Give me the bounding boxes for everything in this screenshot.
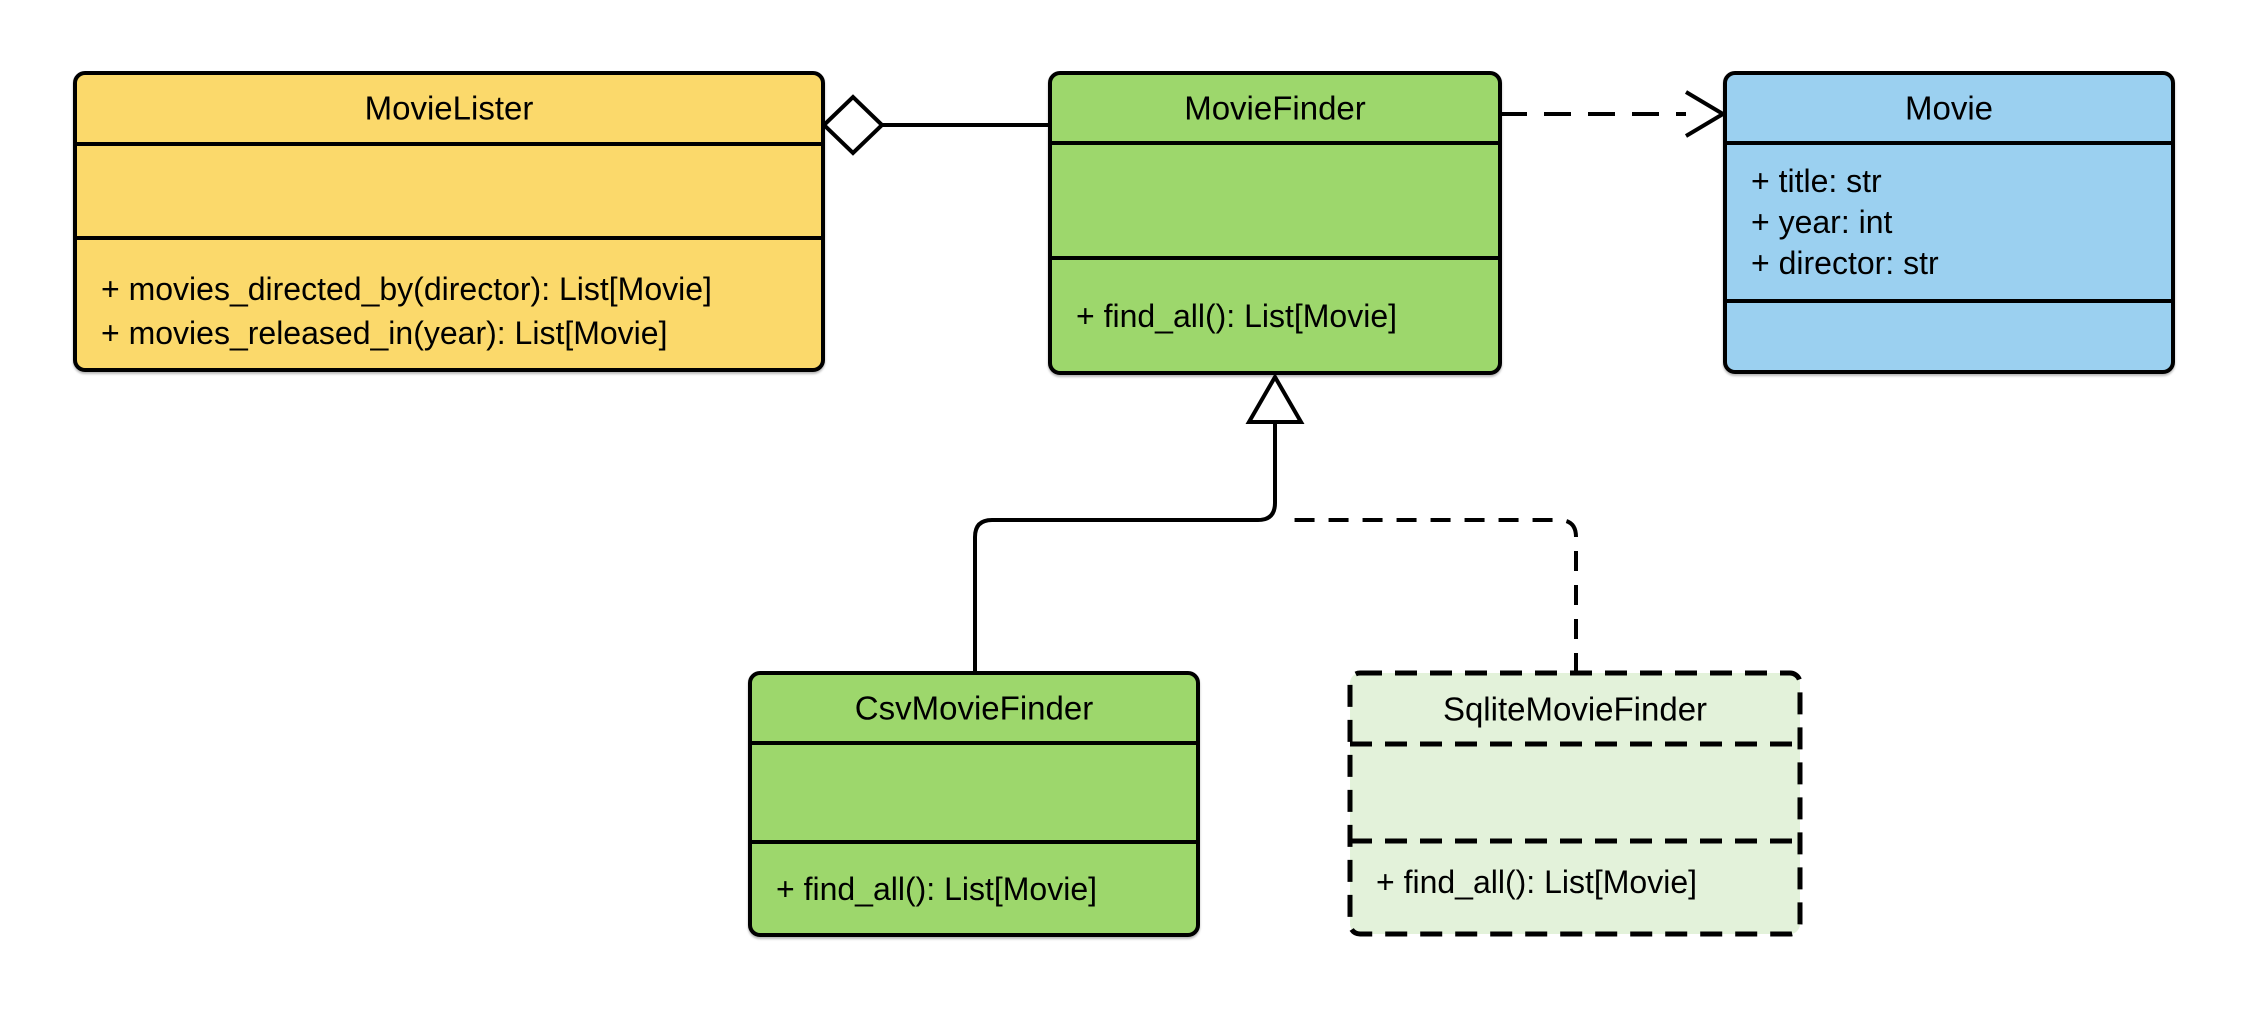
class-movie-finder: MovieFinder + find_all(): List[Movie]: [1048, 71, 1502, 375]
method-label: + find_all(): List[Movie]: [1076, 298, 1397, 334]
relationship-dependency: [1500, 90, 1727, 138]
relationship-inheritance-csv: [973, 422, 1277, 673]
class-movie-lister-box: [73, 71, 825, 372]
class-title: CsvMovieFinder: [855, 690, 1093, 727]
method-label: + find_all(): List[Movie]: [1376, 864, 1697, 900]
class-csv-movie-finder: CsvMovieFinder + find_all(): List[Movie]: [748, 671, 1200, 937]
attribute-label: + director: str: [1751, 245, 1939, 281]
inheritance-line-dashed: [1284, 518, 1578, 673]
class-movie-lister: MovieLister + movies_directed_by(directo…: [73, 71, 825, 372]
class-title: SqliteMovieFinder: [1443, 691, 1707, 728]
class-title: MovieLister: [365, 90, 534, 127]
class-movie-box: [1723, 71, 2175, 374]
class-sqlite-movie-finder: SqliteMovieFinder + find_all(): List[Mov…: [1347, 670, 1803, 937]
method-label: + movies_directed_by(director): List[Mov…: [101, 271, 712, 307]
attribute-label: + title: str: [1751, 163, 1882, 199]
class-sqlite-movie-finder-box: [1347, 670, 1803, 937]
hollow-diamond-icon: [821, 94, 885, 156]
class-csv-movie-finder-box: [748, 671, 1200, 937]
class-movie: Movie + title: str + year: int + directo…: [1723, 71, 2175, 374]
class-movie-finder-box: [1048, 71, 1502, 375]
class-title: Movie: [1905, 90, 1993, 127]
attribute-label: + year: int: [1751, 204, 1893, 240]
class-title: MovieFinder: [1184, 90, 1366, 127]
hollow-triangle-icon: [1245, 373, 1305, 424]
relationship-aggregation: [821, 94, 1050, 156]
method-label: + movies_released_in(year): List[Movie]: [101, 315, 667, 351]
method-label: + find_all(): List[Movie]: [776, 871, 1097, 907]
relationship-inheritance-sqlite: [1284, 518, 1578, 673]
inheritance-line-solid: [973, 422, 1277, 673]
open-arrow-icon: [1684, 90, 1727, 138]
